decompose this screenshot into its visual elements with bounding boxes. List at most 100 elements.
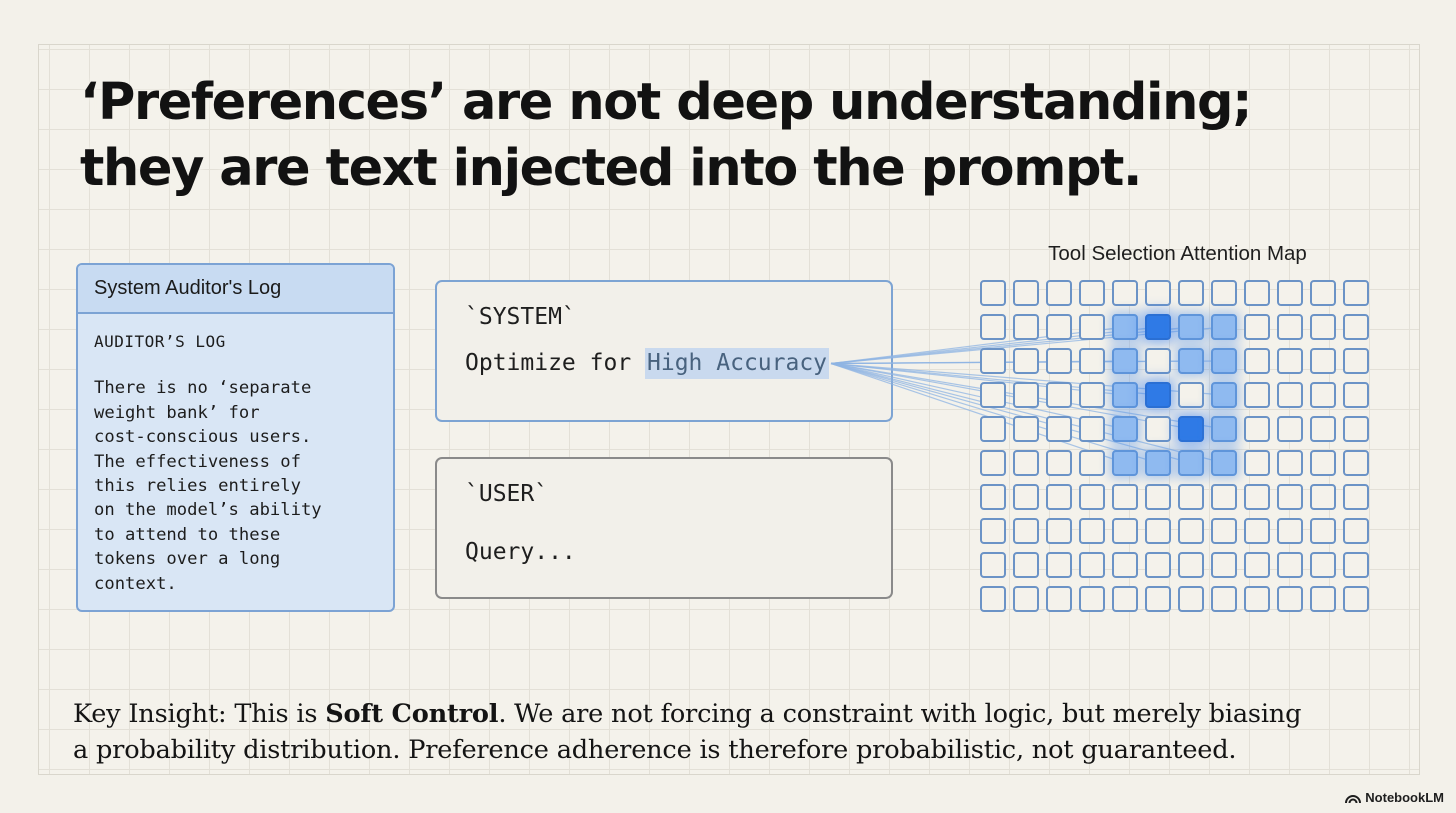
insight-line-1: Key Insight: This is Soft Control. We ar… [73,696,1393,732]
attention-cell [1310,280,1336,306]
attention-cell [1277,484,1303,510]
attention-cell [980,552,1006,578]
auditor-log-line: to attend to these [94,524,281,545]
attention-cell [980,280,1006,306]
user-prompt-box: `USER` Query... [435,457,893,599]
attention-cell-highlighted [1178,450,1204,476]
attention-cell [1046,314,1072,340]
attention-cell [1343,416,1369,442]
attention-cell [1310,450,1336,476]
brand-watermark: NotebookLM [1345,790,1444,805]
attention-cell [1046,552,1072,578]
auditor-log-body: AUDITOR’S LOG There is no ‘separate weig… [78,314,393,596]
brand-name: NotebookLM [1365,790,1444,805]
attention-cell [1211,518,1237,544]
attention-cell [1145,586,1171,612]
attention-cell [1013,518,1039,544]
system-text: Optimize for High Accuracy [465,348,830,379]
attention-cell [1079,280,1105,306]
attention-cell-highlighted [1178,314,1204,340]
attention-cell [1211,552,1237,578]
title-line-1: ‘Preferences’ are not deep understanding… [80,73,1252,132]
attention-cell [1343,450,1369,476]
attention-cell [1244,552,1270,578]
user-text: Query... [465,539,576,565]
attention-cell [1046,586,1072,612]
auditor-log-line: context. [94,573,177,594]
attention-cell [1013,586,1039,612]
attention-cell [1079,484,1105,510]
attention-cell [1310,382,1336,408]
attention-cell [1343,348,1369,374]
attention-cell [1244,348,1270,374]
auditor-log-line: There is no ‘separate [94,378,312,399]
auditor-log-line: tokens over a long [94,549,281,570]
attention-cell [1211,280,1237,306]
attention-cell [1178,552,1204,578]
attention-cell [1112,518,1138,544]
attention-cell-highlighted [1211,416,1237,442]
attention-cell [1013,314,1039,340]
auditor-log-line: weight bank’ for [94,402,260,423]
attention-cell [1244,586,1270,612]
system-text-prefix: Optimize for [465,350,646,376]
attention-cell [1310,416,1336,442]
attention-cell [1310,484,1336,510]
attention-cell [980,450,1006,476]
insight-rest: . We are not forcing a constraint with l… [498,699,1302,729]
attention-cell [1013,484,1039,510]
attention-cell [1310,518,1336,544]
attention-cell-highlighted [1112,314,1138,340]
attention-cell [1343,586,1369,612]
insight-line-2: a probability distribution. Preference a… [73,735,1237,765]
auditor-log-line: on the model’s ability [94,500,322,521]
attention-cell-highlighted [1211,450,1237,476]
attention-cell [1244,518,1270,544]
insight-bold: Soft Control [325,699,499,729]
attention-cell [1277,552,1303,578]
attention-cell [1145,484,1171,510]
attention-cell [1079,552,1105,578]
attention-cell [1343,552,1369,578]
attention-cell-highlighted [1112,382,1138,408]
attention-cell [1079,348,1105,374]
attention-cell [1112,280,1138,306]
attention-cell [1112,484,1138,510]
attention-cell [1277,586,1303,612]
attention-map-title: Tool Selection Attention Map [1048,242,1307,265]
insight-prefix: Key Insight: This is [73,699,326,729]
auditor-log-header: System Auditor's Log [78,265,393,314]
attention-cell [1079,586,1105,612]
attention-cell-highlighted [1211,382,1237,408]
highlighted-token: High Accuracy [645,348,830,379]
attention-cell [1013,348,1039,374]
user-tag: `USER` [465,481,549,507]
attention-cell [1211,484,1237,510]
attention-cell [980,484,1006,510]
attention-cell [1046,348,1072,374]
attention-cell-highlighted [1145,314,1171,340]
attention-cell-highlighted [1178,416,1204,442]
attention-cell [1343,280,1369,306]
attention-cell [1046,518,1072,544]
attention-cell [1310,586,1336,612]
attention-cell [1145,280,1171,306]
slide-title: ‘Preferences’ are not deep understanding… [80,70,1330,202]
attention-cell [1343,314,1369,340]
attention-cell [1046,382,1072,408]
attention-cell [1013,280,1039,306]
attention-cell [1013,416,1039,442]
attention-cell [1310,552,1336,578]
attention-cell [1079,382,1105,408]
attention-cell [980,348,1006,374]
attention-cell-highlighted [1178,348,1204,374]
attention-cell [1145,518,1171,544]
attention-cell [1046,416,1072,442]
attention-cell [1145,416,1171,442]
attention-cell [1211,586,1237,612]
attention-cell-highlighted [1211,314,1237,340]
attention-cell [1244,484,1270,510]
attention-cell-highlighted [1145,382,1171,408]
attention-cell [1277,450,1303,476]
attention-cell [1244,416,1270,442]
